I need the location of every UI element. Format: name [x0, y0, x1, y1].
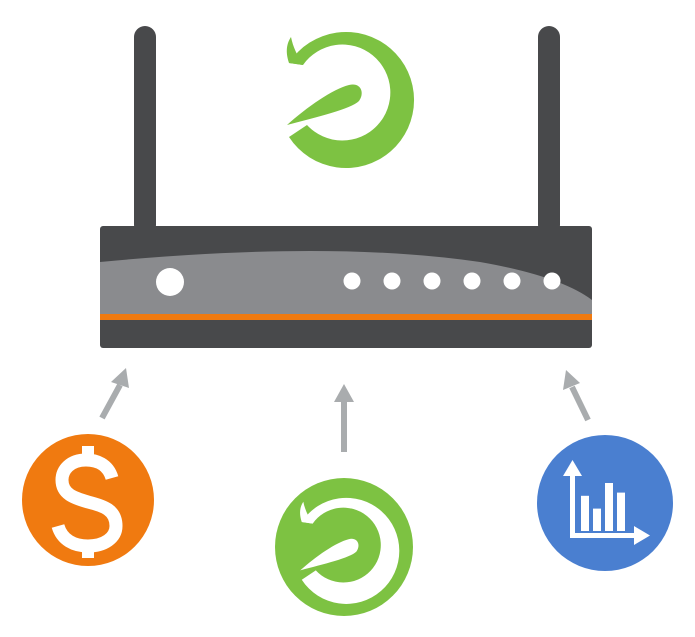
- chart-x-arrow: [634, 526, 650, 545]
- chart-bar: [581, 495, 589, 531]
- indicator-light: [463, 272, 481, 290]
- dollar-icon: [22, 434, 154, 566]
- brand-swirl-icon: [300, 497, 400, 604]
- power-button: [156, 268, 184, 296]
- chart-x-axis: [570, 533, 636, 538]
- swirl-arc: [301, 497, 400, 604]
- router-orange-stripe: [100, 314, 592, 320]
- chart-bar: [617, 492, 625, 531]
- indicator-light: [343, 272, 361, 290]
- left-antenna: [134, 26, 156, 236]
- right-antenna: [538, 26, 560, 236]
- swirl-leaf: [300, 538, 359, 571]
- chart-y-axis: [570, 472, 575, 538]
- bar-chart-icon: [537, 435, 673, 571]
- swirl-leaf: [287, 84, 362, 125]
- swirl-tail: [300, 501, 313, 524]
- swirl-tail: [286, 37, 303, 65]
- indicator-light: [383, 272, 401, 290]
- router: [100, 226, 592, 348]
- arrow-center: [334, 384, 354, 452]
- arrows: [99, 368, 591, 452]
- indicator-light: [543, 272, 561, 290]
- arrow-right: [563, 370, 591, 422]
- chart-glyph: [563, 460, 650, 545]
- chart-bar: [593, 508, 601, 531]
- indicator-light: [423, 272, 441, 290]
- chart-bar: [605, 483, 613, 531]
- chart-y-arrow: [563, 460, 582, 476]
- swirl-arc: [289, 32, 415, 169]
- brand-logo-badge: [275, 478, 413, 616]
- arrow-left: [99, 368, 129, 420]
- indicator-light: [503, 272, 521, 290]
- indicator-lights: [343, 272, 561, 290]
- brand-swirl-icon: [286, 32, 415, 169]
